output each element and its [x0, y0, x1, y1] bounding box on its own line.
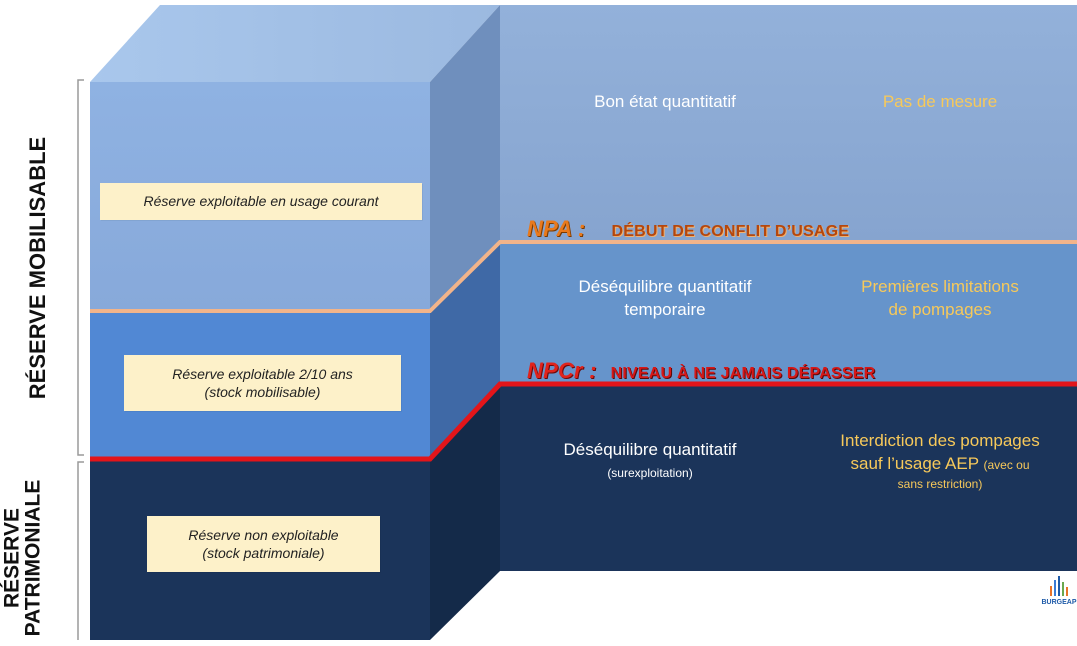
zone-middle-state-line2: temporaire — [624, 299, 706, 319]
box-stock-mobilisable-line2: (stock mobilisable) — [204, 384, 321, 400]
npcr-code: NPCr : — [527, 358, 597, 383]
label-reserve-patrimoniale-line1: RÉSERVE — [0, 508, 24, 608]
label-reserve-mobilisable: RÉSERVE MOBILISABLE — [25, 136, 50, 400]
zone-middle-state-line1: Déséquilibre quantitatif — [578, 277, 752, 296]
box-stock-patrimoniale: Réserve non exploitable (stock patrimoni… — [147, 516, 380, 572]
box-stock-patrimoniale-line1: Réserve non exploitable — [188, 526, 339, 543]
npcr-label: NPCr : NIVEAU À NE JAMAIS DÉPASSER — [527, 358, 875, 384]
zone-middle-measure: Premières limitations de pompages — [815, 276, 1065, 322]
zone-top-state: Bon état quantitatif — [594, 92, 736, 111]
npa-threshold-line — [90, 240, 1077, 313]
zone-bottom-measure-line3: sans restriction) — [897, 476, 983, 491]
bracket-mobilisable — [77, 79, 84, 456]
zone-bottom-measure-line2a: sauf l’usage AEP — [850, 453, 979, 473]
zone-middle-measure-line2: de pompages — [888, 299, 992, 319]
zone-bottom-measure: Interdiction des pompages sauf l’usage A… — [803, 430, 1077, 492]
zone-middle-state: Déséquilibre quantitatif temporaire — [540, 276, 790, 322]
block-side-bottom — [430, 384, 500, 640]
box-stock-patrimoniale-line2: (stock patrimoniale) — [202, 545, 325, 561]
box-stock-mobilisable-line1: Réserve exploitable 2/10 ans — [172, 365, 353, 382]
zone-bottom-measure-line1: Interdiction des pompages — [840, 431, 1040, 450]
box-usage-courant: Réserve exploitable en usage courant — [100, 183, 422, 220]
right-zone-top — [500, 5, 1077, 242]
block-top-face — [90, 5, 500, 82]
zone-bottom-measure-line2: sauf l’usage AEP (avec ou — [803, 453, 1077, 476]
npcr-description: NIVEAU À NE JAMAIS DÉPASSER — [610, 365, 876, 382]
npa-label: NPA : DÉBUT DE CONFLIT D’USAGE — [527, 216, 849, 242]
label-reserve-patrimoniale: RÉSERVE PATRIMONIALE — [0, 471, 54, 646]
box-stock-mobilisable: Réserve exploitable 2/10 ans (stock mobi… — [124, 355, 401, 411]
label-reserve-patrimoniale-line2: PATRIMONIALE — [21, 479, 45, 637]
npa-code: NPA : — [527, 216, 586, 241]
zone-bottom-state-note: (surexploitation) — [607, 465, 693, 480]
zone-bottom-measure-line2b: (avec ou — [983, 457, 1030, 472]
npcr-threshold-line — [90, 381, 1077, 462]
zone-bottom-state-main: Déséquilibre quantitatif — [563, 440, 737, 459]
npa-description: DÉBUT DE CONFLIT D’USAGE — [611, 223, 850, 240]
block-side-top — [430, 5, 500, 311]
burgeap-logo-text: BURGEAP — [1041, 599, 1077, 606]
right-zone-middle — [500, 242, 1077, 384]
burgeap-logo-icon — [1041, 576, 1077, 596]
zone-bottom-state: Déséquilibre quantitatif (surexploitatio… — [520, 439, 780, 481]
bracket-patrimoniale — [77, 461, 84, 640]
burgeap-logo: BURGEAP — [1041, 576, 1077, 616]
box-usage-courant-text: Réserve exploitable en usage courant — [143, 193, 379, 210]
zone-top-measure: Pas de mesure — [882, 92, 998, 111]
right-zone-bottom — [500, 384, 1077, 571]
zone-middle-measure-line1: Premières limitations — [861, 277, 1019, 296]
